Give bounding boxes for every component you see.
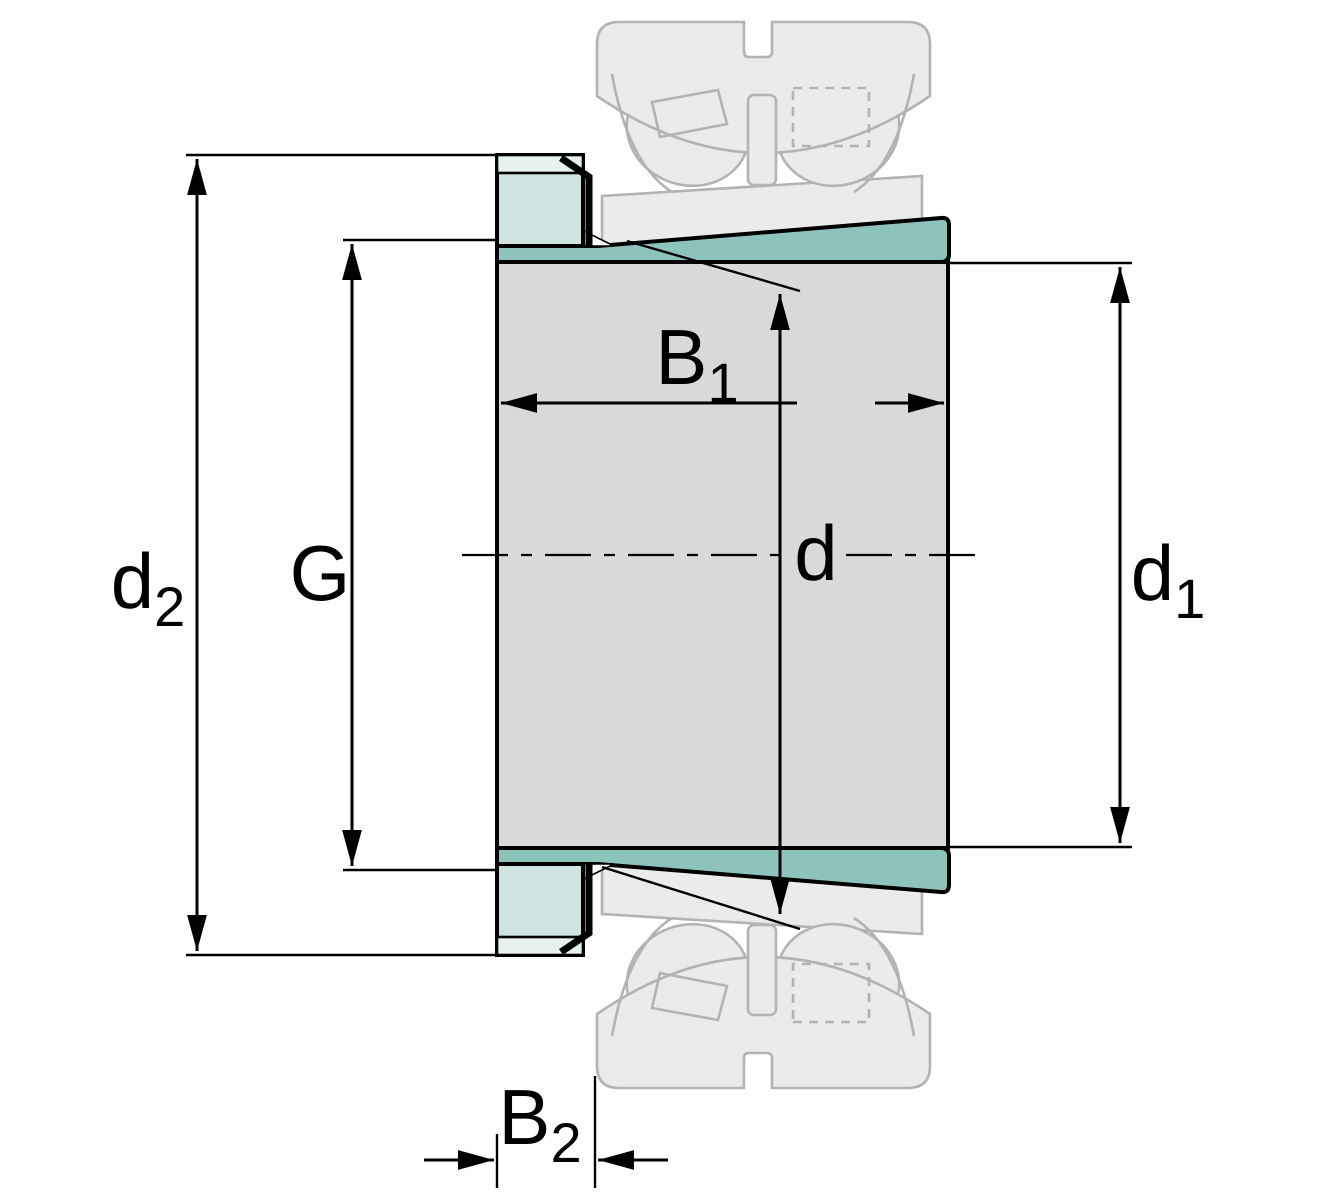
dimension-lines: [186, 153, 1132, 1188]
label-d2-main: d: [111, 537, 154, 625]
d-leader-bottom: [601, 865, 801, 931]
ghost-bearing-bottom: [595, 860, 932, 1090]
label-d2: d2: [111, 537, 186, 638]
d-leader-top: [626, 239, 801, 293]
label-b1-main: B: [655, 313, 707, 401]
label-g: G: [290, 529, 351, 617]
dimension-labels: d2 G B1 d d1 B2: [111, 313, 1206, 1174]
label-d-main: d: [794, 509, 837, 597]
label-d: d: [794, 509, 837, 597]
label-d2-sub: 2: [154, 575, 185, 638]
label-g-main: G: [290, 529, 351, 617]
label-b1-sub: 1: [707, 351, 738, 414]
label-d1-main: d: [1131, 529, 1174, 617]
label-d1-sub: 1: [1174, 567, 1205, 630]
label-b2-sub: 2: [550, 1111, 581, 1174]
label-b1: B1: [655, 313, 738, 414]
label-b2: B2: [498, 1073, 581, 1174]
label-d1: d1: [1131, 529, 1206, 630]
ghost-bearing-top: [595, 20, 932, 250]
label-b2-main: B: [498, 1073, 550, 1161]
